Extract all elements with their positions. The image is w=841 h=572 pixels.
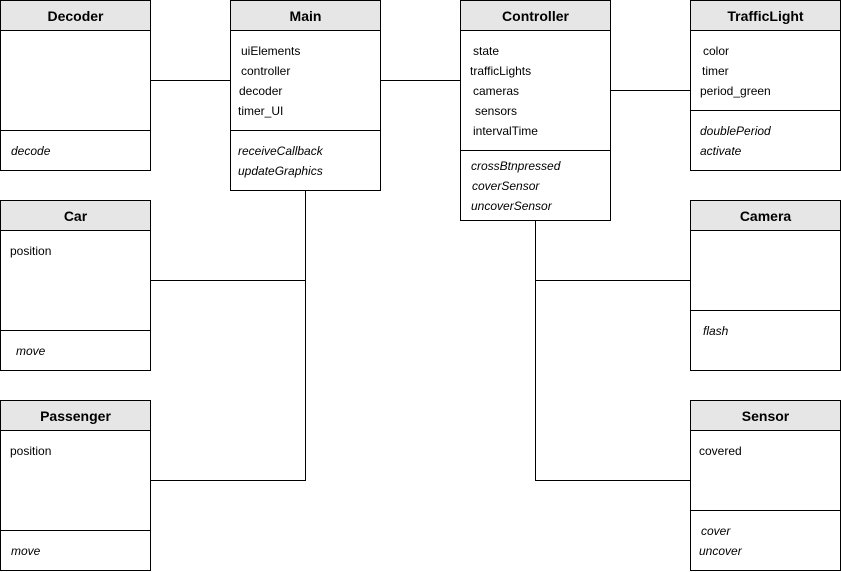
class-controller-title: Controller: [461, 1, 610, 31]
class-controller-attribute: intervalTime: [473, 124, 538, 138]
class-controller-operation: coverSensor: [472, 179, 540, 193]
class-car[interactable]: Car position move: [0, 200, 151, 371]
class-passenger-attribute: position: [10, 444, 52, 458]
class-controller-divider: [461, 150, 610, 151]
class-main-title: Main: [231, 1, 380, 31]
class-main-operation: receiveCallback: [238, 144, 323, 158]
class-controller-attribute: trafficLights: [470, 64, 532, 78]
class-main-attribute: timer_UI: [238, 104, 284, 118]
class-controller-operation: crossBtnpressed: [471, 159, 561, 173]
class-decoder[interactable]: Decoder decode: [0, 0, 151, 171]
link-controller-sensor: [535, 280, 691, 481]
class-decoder-title: Decoder: [1, 1, 150, 31]
class-car-divider: [1, 330, 150, 331]
class-passenger-operation: move: [11, 544, 41, 558]
link-controller-camera: [535, 220, 691, 281]
class-controller-attribute: sensors: [475, 104, 518, 118]
class-sensor-operation: cover: [701, 524, 731, 538]
class-camera[interactable]: Camera flash: [690, 200, 841, 371]
class-sensor[interactable]: Sensor covered cover uncover: [690, 400, 841, 571]
link-main-passenger: [150, 280, 306, 481]
class-main[interactable]: Main uiElements controller decoder timer…: [230, 0, 381, 191]
class-controller[interactable]: Controller state trafficLights cameras s…: [460, 0, 611, 221]
class-passenger[interactable]: Passenger position move: [0, 400, 151, 571]
class-camera-operation: flash: [703, 324, 729, 338]
class-sensor-title: Sensor: [691, 401, 840, 431]
class-controller-attribute: cameras: [473, 84, 520, 98]
class-traffic-light-operation: activate: [700, 144, 742, 158]
class-main-attribute: controller: [241, 64, 291, 78]
class-passenger-divider: [1, 530, 150, 531]
class-main-divider: [231, 130, 380, 131]
link-main-car: [150, 190, 306, 281]
class-traffic-light-attribute: color: [703, 44, 730, 58]
class-traffic-light-attribute: period_green: [700, 84, 771, 98]
class-traffic-light-attribute: timer: [702, 64, 729, 78]
class-car-attribute: position: [10, 244, 52, 258]
class-controller-attribute: state: [473, 44, 500, 58]
class-traffic-light-operation: doublePeriod: [700, 124, 771, 138]
class-camera-divider: [691, 310, 840, 311]
class-main-attribute: decoder: [239, 84, 283, 98]
class-main-operation: updateGraphics: [238, 164, 323, 178]
class-sensor-attribute: covered: [699, 444, 742, 458]
class-controller-operation: uncoverSensor: [471, 199, 552, 213]
class-passenger-title: Passenger: [1, 401, 150, 431]
class-traffic-light-title: TrafficLight: [691, 1, 840, 31]
class-sensor-operation: uncover: [699, 544, 742, 558]
class-sensor-divider: [691, 510, 840, 511]
class-camera-title: Camera: [691, 201, 840, 231]
class-traffic-light[interactable]: TrafficLight color timer period_green do…: [690, 0, 841, 171]
class-car-operation: move: [16, 344, 46, 358]
class-decoder-divider: [1, 130, 150, 131]
class-traffic-light-divider: [691, 110, 840, 111]
class-car-title: Car: [1, 201, 150, 231]
class-main-attribute: uiElements: [241, 44, 301, 58]
class-decoder-operation: decode: [11, 144, 51, 158]
